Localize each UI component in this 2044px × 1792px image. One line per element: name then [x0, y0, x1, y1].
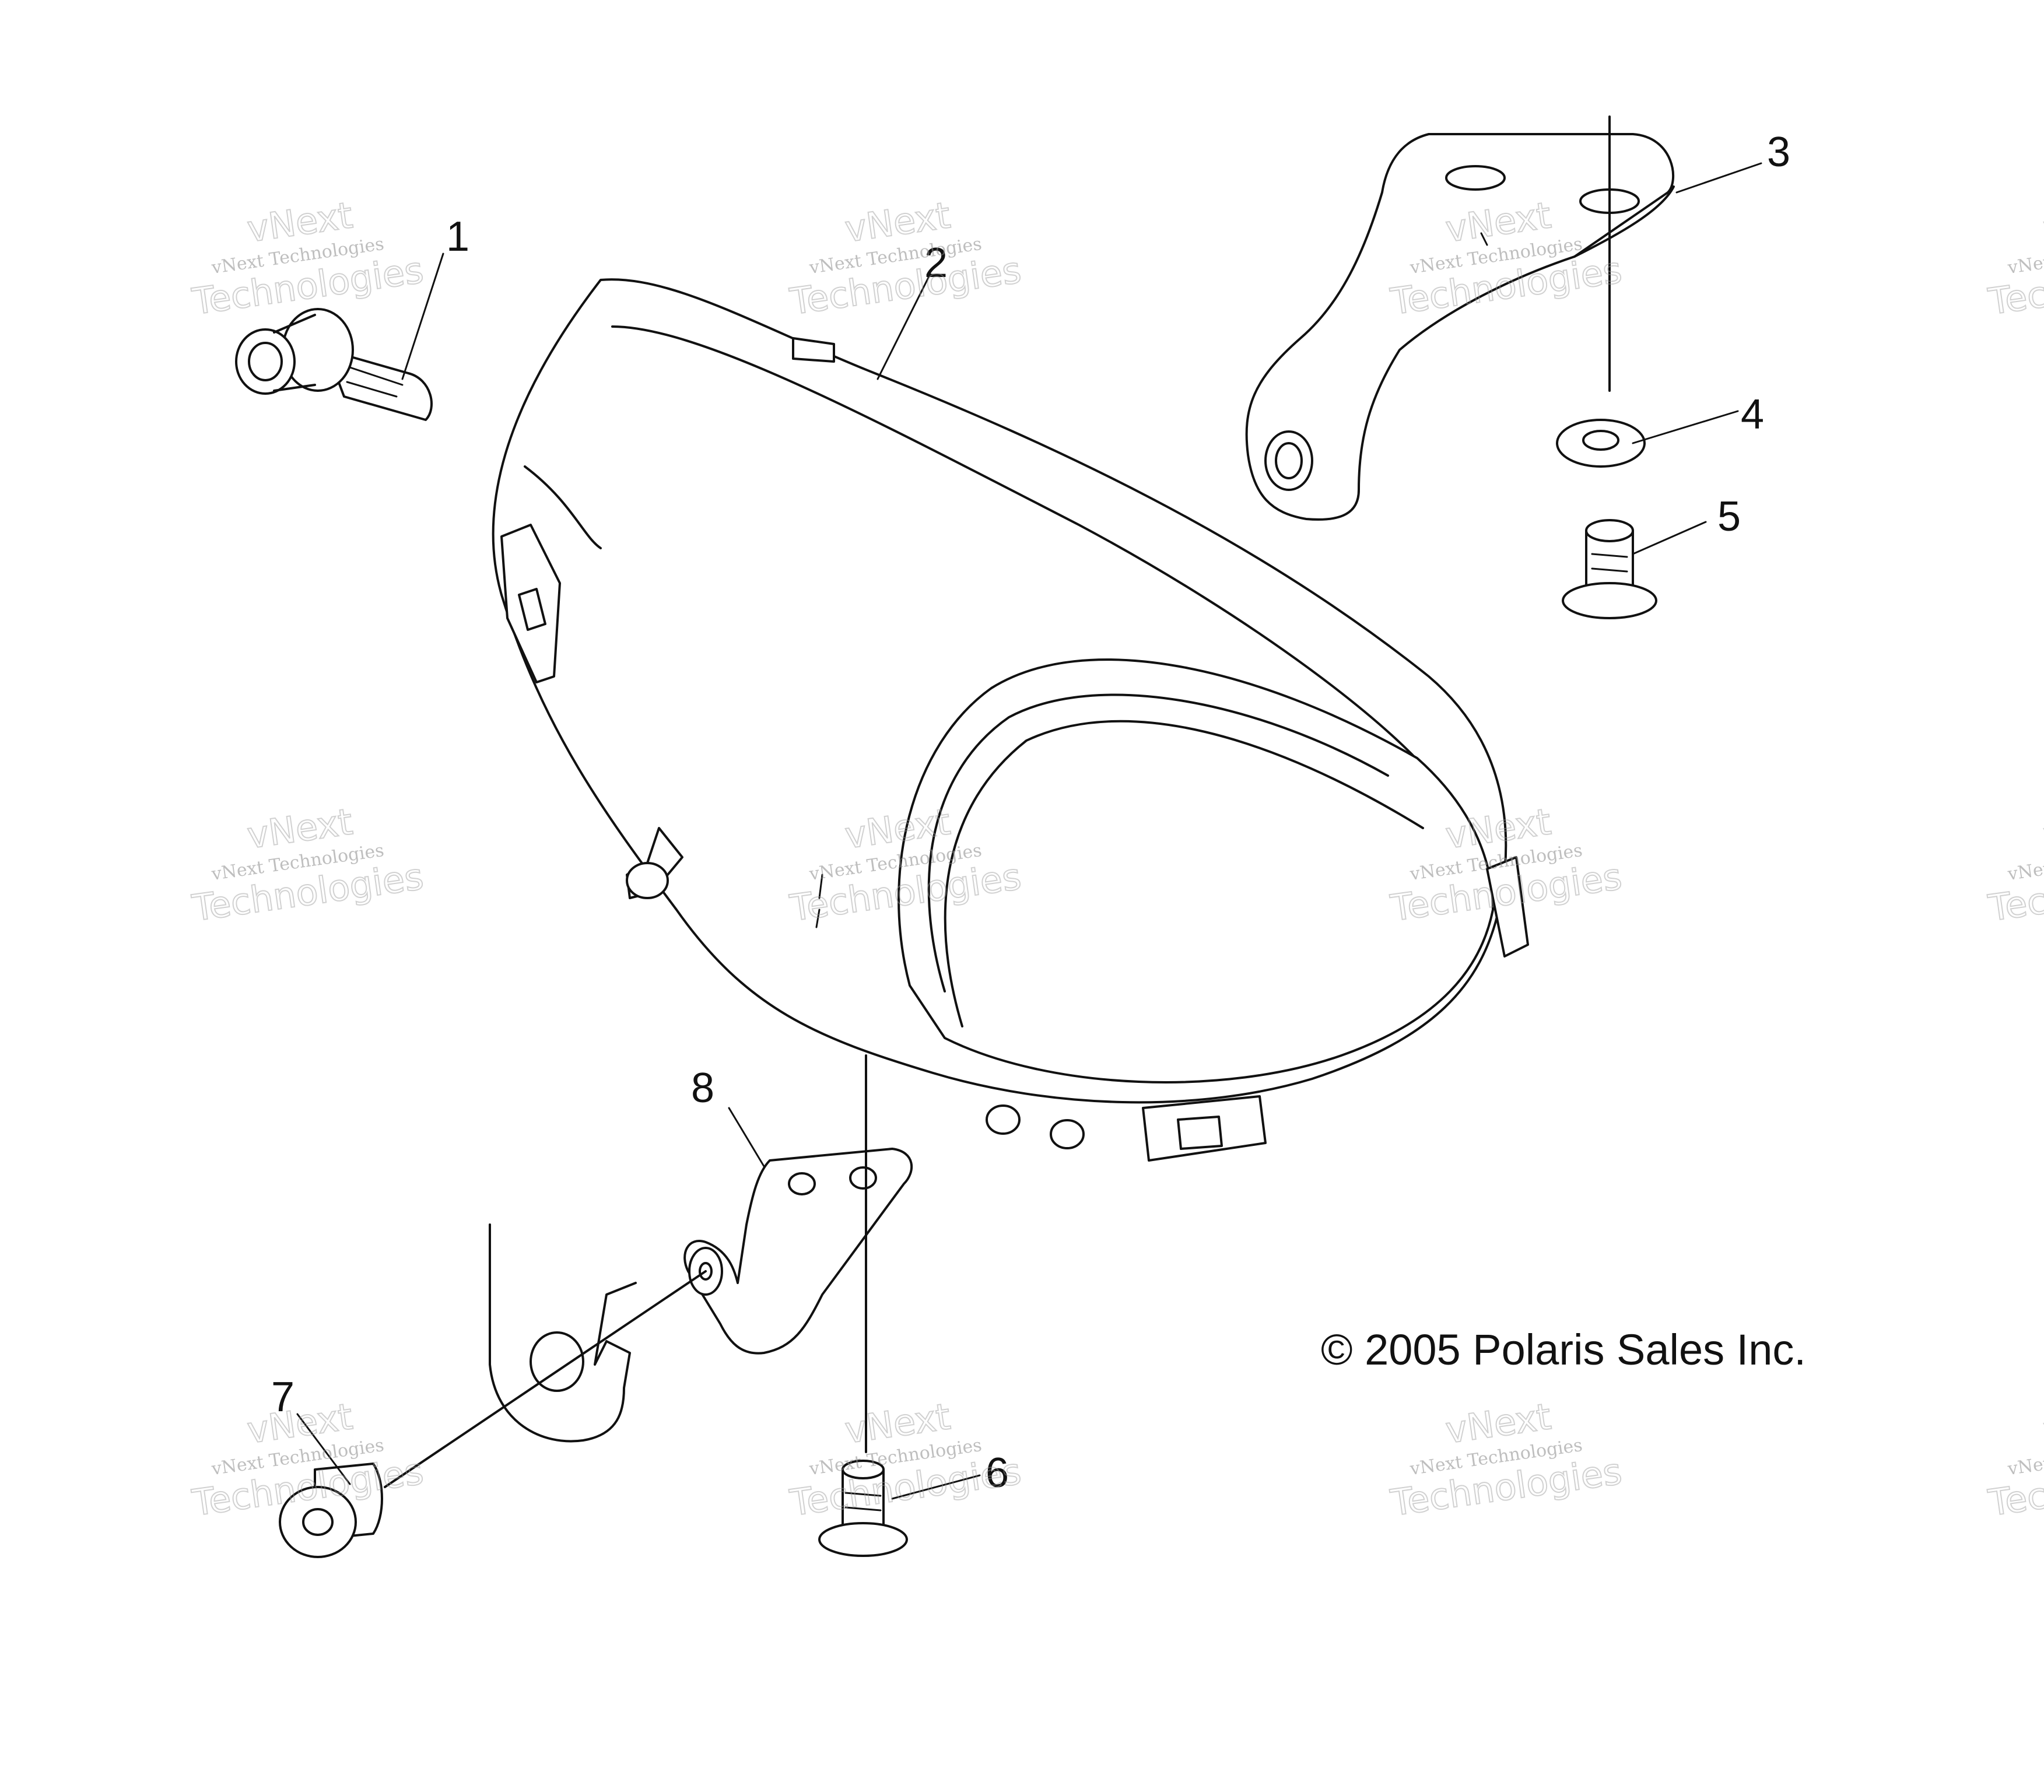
svg-text:vNext Technologies: vNext Technologies	[2006, 840, 2044, 885]
watermark: vNext vNext Technologies Technologies	[189, 1394, 427, 1525]
callout-8: 8	[691, 1065, 714, 1111]
svg-text:vNext Technologies: vNext Technologies	[2006, 1435, 2044, 1479]
callout-3: 3	[1767, 129, 1790, 176]
washer	[1556, 419, 1646, 468]
headlight-housing	[492, 278, 1529, 1162]
callout-6: 6	[986, 1450, 1009, 1496]
callout-4: 4	[1741, 391, 1764, 438]
watermark: vNext vNext Technologies Technologies	[1985, 799, 2044, 930]
copyright-notice: © 2005 Polaris Sales Inc.	[1321, 1325, 1806, 1374]
svg-text:vNext: vNext	[2041, 1395, 2044, 1451]
fork-mount	[489, 1223, 637, 1443]
callout-2: 2	[924, 240, 948, 286]
callout-labels: 1 2 3 4 5 6 7 8	[271, 129, 1790, 1496]
watermark: vNext vNext Technologies Technologies	[787, 193, 1025, 324]
watermark: vNext vNext Technologies Technologies	[189, 193, 427, 324]
callout-5: 5	[1717, 493, 1741, 540]
upper-bracket	[1245, 133, 1675, 521]
leader-lines	[296, 115, 1762, 1500]
watermark: vNext vNext Technologies Technologies	[1985, 193, 2044, 324]
lower-bracket	[683, 1148, 913, 1355]
lower-screw	[818, 1460, 908, 1557]
watermark: vNext vNext Technologies Technologies	[787, 1394, 1025, 1525]
watermark: vNext vNext Technologies Technologies	[1387, 1394, 1625, 1525]
callout-1: 1	[446, 213, 469, 260]
watermark: vNext vNext Technologies Technologies	[189, 799, 427, 930]
bushing	[279, 1463, 383, 1558]
svg-text:vNext Technologies: vNext Technologies	[2006, 234, 2044, 278]
callout-7: 7	[271, 1374, 294, 1421]
svg-text:vNext: vNext	[2041, 194, 2044, 250]
upper-screw	[1562, 519, 1657, 619]
svg-text:vNext: vNext	[2041, 800, 2044, 857]
watermark: vNext vNext Technologies Technologies	[1985, 1394, 2044, 1525]
bulb-socket	[235, 308, 433, 421]
